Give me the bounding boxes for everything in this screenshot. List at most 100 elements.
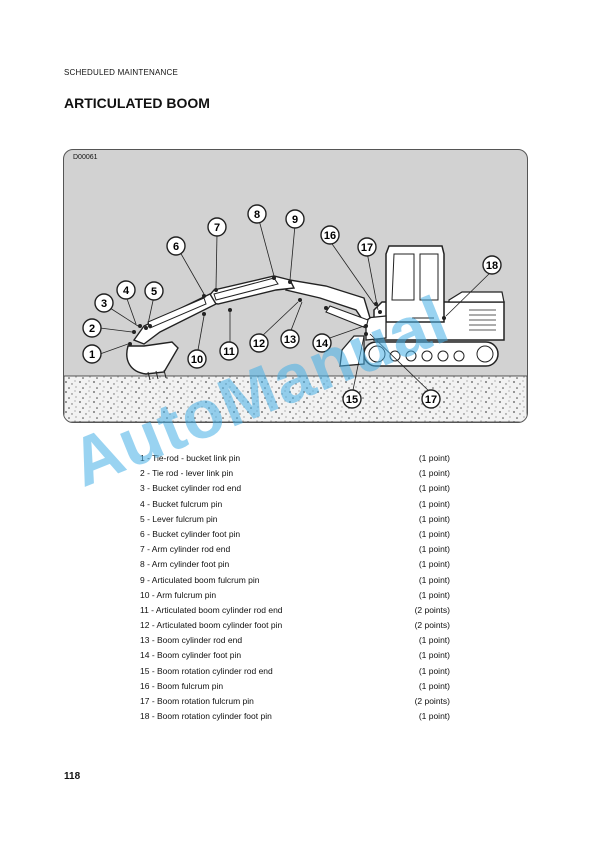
list-item: 6 - Bucket cylinder foot pin (1 point) (140, 527, 450, 542)
callout-14: 14 (312, 333, 332, 353)
page-title: ARTICULATED BOOM (64, 95, 210, 111)
list-item: 7 - Arm cylinder rod end (1 point) (140, 542, 450, 557)
list-item: 13 - Boom cylinder rod end (1 point) (140, 633, 450, 648)
dozer-blade (339, 335, 365, 367)
callout-6-label: 6 (173, 241, 179, 253)
part-description: 13 - Boom cylinder rod end (140, 635, 243, 646)
part-quantity: (1 point) (418, 544, 450, 555)
callout-15: 15 (342, 389, 362, 409)
part-quantity: (1 point) (418, 711, 450, 722)
operator-cab (385, 245, 445, 323)
excavator-illustration: 1 2 3 4 5 6 7 8 9 10 11 12 13 14 15 16 1… (64, 204, 527, 422)
ground (64, 375, 527, 422)
list-item: 11 - Articulated boom cylinder rod end (2… (140, 603, 450, 618)
callout-15-label: 15 (346, 394, 358, 406)
track-assembly (363, 341, 499, 367)
callout-10: 10 (187, 349, 207, 369)
leader-lines (99, 219, 493, 396)
callout-5-label: 5 (151, 286, 157, 298)
callout-1-label: 1 (89, 349, 95, 361)
callout-12-label: 12 (253, 338, 265, 350)
callout-12: 12 (249, 333, 269, 353)
callout-3: 3 (94, 293, 114, 313)
part-quantity: (1 point) (418, 468, 450, 479)
part-quantity: (1 point) (418, 574, 450, 585)
parts-list: 1 - Tie-rod - bucket link pin (1 point) 2… (140, 451, 450, 724)
section-header: SCHEDULED MAINTENANCE (64, 68, 178, 77)
figure-code: D00061 (73, 154, 98, 161)
part-quantity: (1 point) (418, 528, 450, 539)
callout-14-label: 14 (316, 338, 329, 350)
callout-9-label: 9 (292, 214, 298, 226)
callout-5: 5 (144, 281, 164, 301)
part-quantity: (2 points) (414, 620, 450, 631)
list-item: 9 - Articulated boom fulcrum pin (1 point… (140, 573, 450, 588)
list-item: 14 - Boom cylinder foot pin(1 point) (140, 648, 450, 663)
callout-7: 7 (207, 217, 227, 237)
callout-markers: 1 2 3 4 5 6 7 8 9 10 11 12 13 14 15 16 1… (82, 204, 502, 409)
part-quantity: (2 points) (414, 696, 450, 706)
callout-10-label: 10 (191, 354, 203, 366)
part-description: 6 - Bucket cylinder foot pin (140, 528, 241, 539)
callout-11: 11 (219, 341, 239, 361)
part-description: 3 - Bucket cylinder rod end (140, 483, 242, 494)
callout-16-label: 16 (324, 230, 336, 242)
arm-cylinder (213, 277, 279, 301)
lubrication-pins (128, 276, 446, 346)
callout-6: 6 (166, 236, 186, 256)
list-item: 10 - Arm fulcrum pin (1 point) (140, 588, 450, 603)
callout-17-upper-label: 17 (361, 242, 373, 254)
callout-11-label: 11 (223, 346, 235, 358)
part-description: 18 - Boom rotation cylinder foot pin (140, 711, 272, 722)
part-description: 10 - Arm fulcrum pin (140, 589, 217, 600)
part-quantity: (1 point) (418, 589, 450, 600)
callout-2-label: 2 (89, 323, 95, 335)
part-quantity: (1 point) (418, 635, 450, 646)
callout-2: 2 (82, 318, 102, 338)
part-quantity: (1 point) (418, 680, 450, 691)
part-description: 5 - Lever fulcrum pin (140, 513, 218, 524)
part-description: 17 - Boom rotation fulcrum pin (140, 696, 254, 706)
callout-8-label: 8 (254, 209, 260, 221)
bucket (126, 341, 179, 375)
part-quantity: (1 point) (418, 483, 450, 494)
list-item: 2 - Tie rod - lever link pin(1 point) (140, 466, 450, 481)
callout-4-label: 4 (123, 285, 130, 297)
part-quantity: (2 points) (414, 604, 450, 615)
part-description: 15 - Boom rotation cylinder rod end (140, 665, 273, 676)
callout-7-label: 7 (214, 222, 220, 234)
part-quantity: (1 point) (418, 453, 450, 463)
list-item: 12 - Articulated boom cylinder foot pin (… (140, 618, 450, 633)
list-item: 17 - Boom rotation fulcrum pin (2 points) (140, 694, 450, 709)
list-item: 8 - Arm cylinder foot pin (1 point) (140, 557, 450, 572)
list-item: 1 - Tie-rod - bucket link pin (1 point) (140, 451, 450, 466)
excavator-diagram: 1 2 3 4 5 6 7 8 9 10 11 12 13 14 15 16 1… (63, 149, 528, 423)
part-quantity: (1 point) (418, 513, 450, 524)
part-description: 7 - Arm cylinder rod end (140, 544, 231, 555)
callout-18-label: 18 (486, 260, 498, 272)
part-description: 11 - Articulated boom cylinder rod end (140, 604, 283, 615)
part-description: 16 - Boom fulcrum pin (140, 680, 224, 691)
callout-3-label: 3 (101, 298, 107, 310)
part-quantity: (1 point) (418, 665, 450, 676)
callout-17-lower-label: 17 (425, 394, 437, 406)
part-quantity: (1 point) (418, 559, 450, 570)
list-item: 15 - Boom rotation cylinder rod end (1 po… (140, 664, 450, 679)
callout-17-lower: 17 (421, 389, 441, 409)
list-item: 5 - Lever fulcrum pin (1 point) (140, 512, 450, 527)
part-description: 12 - Articulated boom cylinder foot pin (140, 620, 283, 631)
callout-17-upper: 17 (357, 237, 377, 257)
list-item: 18 - Boom rotation cylinder foot pin (1 p… (140, 709, 450, 724)
part-quantity: (1 point) (418, 650, 450, 661)
callout-16: 16 (320, 225, 340, 245)
part-description: 1 - Tie-rod - bucket link pin (140, 453, 241, 463)
callout-13-label: 13 (284, 334, 296, 346)
part-description: 4 - Bucket fulcrum pin (140, 498, 223, 509)
part-description: 9 - Articulated boom fulcrum pin (140, 574, 260, 585)
list-item: 4 - Bucket fulcrum pin (1 point) (140, 497, 450, 512)
callout-9: 9 (285, 209, 305, 229)
callout-13: 13 (280, 329, 300, 349)
part-quantity: (1 point) (418, 498, 450, 509)
part-description: 8 - Arm cylinder foot pin (140, 559, 230, 570)
list-item: 16 - Boom fulcrum pin (1 point) (140, 679, 450, 694)
